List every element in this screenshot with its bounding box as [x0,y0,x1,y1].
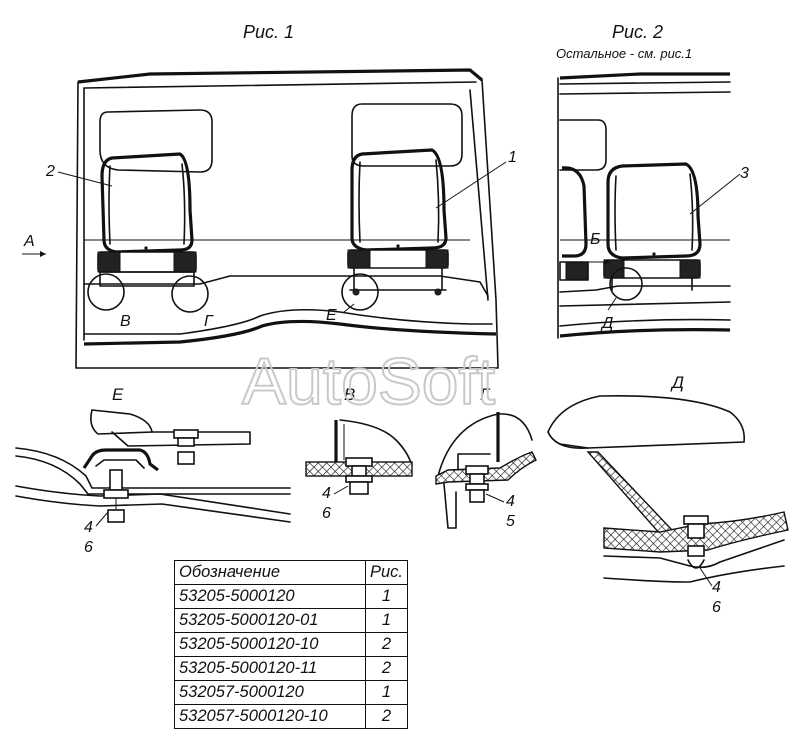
table-row: 532057-5000120 1 [174,680,409,705]
fig2-title: Рис. 2 [612,22,663,42]
detail-d-cushion [547,395,746,449]
table-cell-designation: 53205-5000120-11 [174,656,366,681]
detail-circle-v [87,273,125,311]
detail-circle-g [171,275,209,313]
fig1-title: Рис. 1 [243,22,294,42]
table-header-row: Обозначение Рис. [174,560,409,585]
callout-seat-1: 1 [508,149,517,166]
detail-v-part-2: 6 [322,505,331,522]
table-row: 53205-5000120-10 2 [174,632,409,657]
parts-table: Обозначение Рис. 53205-5000120 1 53205-5… [174,560,409,729]
table-header-figure: Рис. [364,560,409,585]
detail-d: Д 4 6 [547,373,789,616]
detail-g-floor [435,451,537,485]
table-row: 532057-5000120-10 2 [174,704,409,729]
table-cell-figure: 2 [364,632,409,657]
fig2-subtitle: Остальное - см. рис.1 [556,46,692,61]
detail-g-part-2: 5 [506,513,515,530]
table-cell-designation: 53205-5000120-01 [174,608,366,633]
detail-d-title: Д [670,373,684,392]
detail-circle-d [609,267,643,301]
callout-seat-2: 2 [45,163,55,180]
detail-e-part-1: 4 [84,519,93,536]
detail-v: В 4 6 [305,385,413,522]
detail-v-title: В [344,385,355,404]
seat-1-backrest [350,148,448,252]
table-cell-figure: 2 [364,704,409,729]
table-cell-designation: 532057-5000120 [174,680,366,705]
table-cell-designation: 532057-5000120-10 [174,704,366,729]
seat-2 [97,152,197,287]
callout-view-a: А [23,233,35,250]
table-cell-figure: 1 [364,608,409,633]
detail-d-part-2: 6 [712,599,721,616]
seat-1 [347,148,449,296]
callout-detail-d: Д [600,315,613,332]
table-cell-designation: 53205-5000120 [174,584,366,609]
callout-detail-e: Е [326,307,337,324]
detail-circle-e [341,273,379,311]
table-cell-figure: 1 [364,584,409,609]
table-cell-designation: 53205-5000120-10 [174,632,366,657]
watermark: AutoSoft [242,344,495,418]
seat-2-backrest [100,152,194,254]
detail-d-part-1: 4 [712,579,721,596]
seat-3-backrest [606,162,702,260]
rear-window-right [351,103,463,167]
fig2-roof [559,72,730,80]
detail-g-title: Г [480,385,491,404]
table-row: 53205-5000120 1 [174,584,409,609]
callout-view-b: Б [590,231,600,248]
detail-v-part-1: 4 [322,485,331,502]
detail-g-part-1: 4 [506,493,515,510]
figure-2: Рис. 2 Остальное - см. рис.1 3 [556,22,749,339]
fig2-rear-window [559,119,607,171]
table-header-designation: Обозначение [174,560,366,585]
callout-seat-3: 3 [740,165,749,182]
detail-g: Г 4 5 [435,385,537,530]
detail-e-part-2: 6 [84,539,93,556]
rear-window-left [99,109,213,173]
figure-1: Рис. 1 [22,22,517,369]
table-row: 53205-5000120-01 1 [174,608,409,633]
table-cell-figure: 2 [364,656,409,681]
callout-detail-g: Г [204,313,214,330]
floor-line [83,308,493,335]
callout-detail-v: В [120,313,131,330]
cab-roof [77,68,484,84]
fig2-seat-partial [561,166,588,258]
table-cell-figure: 1 [364,680,409,705]
cab-body [75,79,499,369]
table-row: 53205-5000120-11 2 [174,656,409,681]
seat-1-frame [349,267,447,291]
seat-3 [603,162,702,291]
detail-e-title: Е [112,385,124,404]
detail-e: Е 4 6 [15,385,291,556]
